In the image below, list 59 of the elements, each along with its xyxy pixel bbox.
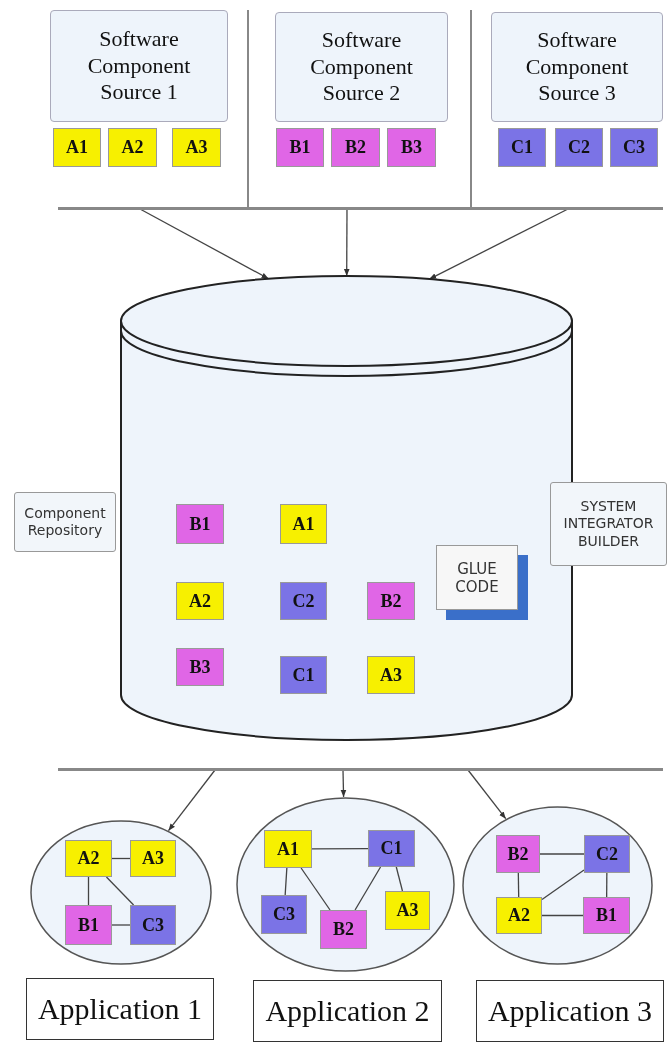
component-tile: A1 (53, 128, 101, 167)
component-tile: C2 (555, 128, 603, 167)
component-tile: C3 (610, 128, 658, 167)
application-box: Application 1 (26, 978, 214, 1040)
component-tile: A2 (108, 128, 157, 167)
connector-line (311, 847, 369, 850)
connector-line (606, 872, 608, 898)
component-tile: C1 (498, 128, 546, 167)
arrow (467, 769, 507, 820)
connector-line (395, 866, 404, 892)
connector-line (541, 914, 584, 917)
component-tile: B3 (387, 128, 436, 167)
component-tile: A3 (367, 656, 415, 694)
bus-line (58, 207, 663, 210)
arrow (428, 208, 569, 280)
component-tile: A2 (65, 840, 112, 877)
component-tile: C3 (130, 905, 176, 945)
component-tile: B2 (331, 128, 380, 167)
arrow (343, 208, 350, 277)
application-box: Application 2 (253, 980, 442, 1042)
component-tile: B2 (320, 910, 367, 949)
component-tile: B2 (367, 582, 415, 620)
source-box: Software Component Source 2 (275, 12, 448, 122)
connector-line (105, 876, 135, 906)
component-tile: B1 (583, 897, 630, 934)
label-box: SYSTEM INTEGRATOR BUILDER (550, 482, 667, 566)
arrow (139, 208, 270, 280)
label-box: Component Repository (14, 492, 116, 552)
component-tile: C1 (280, 656, 327, 694)
component-tile: A2 (176, 582, 224, 620)
source-box: Software Component Source 3 (491, 12, 663, 122)
component-tile: C2 (584, 835, 630, 873)
source-box: Software Component Source 1 (50, 10, 228, 122)
component-tile: B2 (496, 835, 540, 873)
connector-line (300, 867, 331, 911)
component-tile: A3 (130, 840, 176, 877)
arrow (167, 769, 216, 832)
component-tile: A1 (264, 830, 312, 868)
component-tile: B3 (176, 648, 224, 686)
connector-line (111, 924, 131, 926)
connector-line (541, 869, 585, 901)
component-tile: A3 (385, 891, 430, 930)
application-box: Application 3 (476, 980, 664, 1042)
component-tile: B1 (276, 128, 324, 167)
arrow (340, 769, 347, 798)
component-tile: C3 (261, 895, 307, 934)
component-tile: A2 (496, 897, 542, 934)
connector-line (539, 853, 585, 855)
component-tile: B1 (176, 504, 224, 544)
component-tile: C2 (280, 582, 327, 620)
bus-line (58, 768, 663, 771)
component-tile: A1 (280, 504, 327, 544)
component-tile: C1 (368, 830, 415, 867)
connector-line (284, 867, 288, 896)
component-tile: B1 (65, 905, 112, 945)
connector-line (87, 876, 90, 906)
connector-line (354, 866, 382, 911)
connector-line (517, 872, 520, 898)
component-tile: A3 (172, 128, 221, 167)
